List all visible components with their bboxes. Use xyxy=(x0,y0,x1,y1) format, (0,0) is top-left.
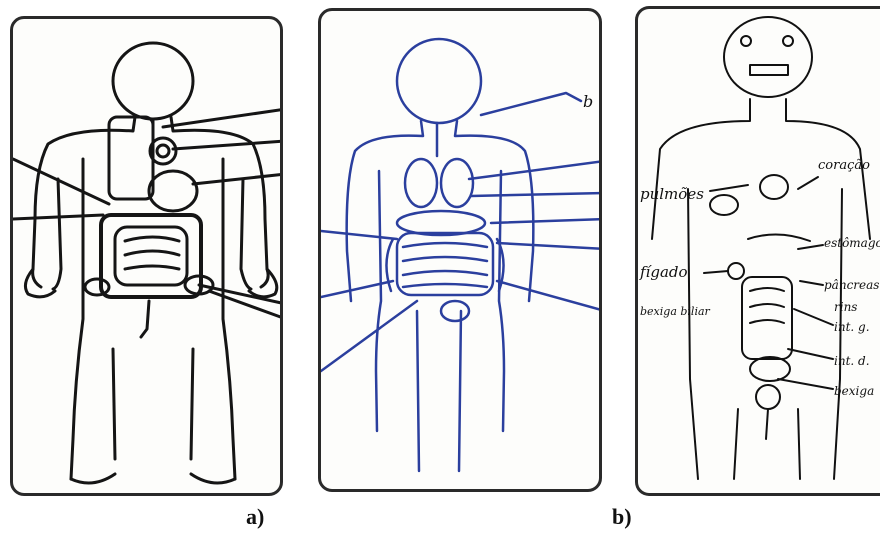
pointer-line xyxy=(778,379,833,389)
handwritten-label: fígado xyxy=(639,263,688,281)
pointer-line xyxy=(800,281,823,285)
legs xyxy=(417,311,461,471)
left-arm-inner xyxy=(53,179,61,289)
right-lung xyxy=(441,159,473,207)
left-foot xyxy=(71,474,115,483)
right-body-side xyxy=(834,189,842,479)
pointer-line xyxy=(469,161,602,179)
right-eye xyxy=(783,36,793,46)
left-eye xyxy=(741,36,751,46)
bladder-organ xyxy=(756,385,780,409)
handwritten-label: pulmões xyxy=(640,185,704,203)
urethra xyxy=(766,409,768,439)
stomach-organ xyxy=(149,171,197,211)
handwritten-label: bexiga biliar xyxy=(640,305,711,318)
intestine-coils xyxy=(750,288,784,323)
pointer-line xyxy=(471,193,602,196)
left-lung xyxy=(405,159,437,207)
drawing-panel-2: b xyxy=(318,8,602,492)
left-body-side xyxy=(376,171,381,431)
intestine-coils xyxy=(125,237,179,269)
pointer-line xyxy=(193,174,283,184)
left-body-side xyxy=(71,159,83,479)
drawing-panel-1 xyxy=(10,16,283,496)
handwritten-label: pâncreas xyxy=(824,278,879,292)
lung-organ xyxy=(710,195,738,215)
mouth-teeth xyxy=(750,65,788,75)
pointer-line xyxy=(497,281,602,311)
intestine-frame xyxy=(742,277,792,359)
right-body-side xyxy=(499,171,504,431)
caption-a: a) xyxy=(246,504,264,530)
pointer-line xyxy=(788,349,833,359)
head-outline xyxy=(724,17,812,97)
pointer-line xyxy=(704,271,728,273)
body-sketch-2: b xyxy=(321,11,602,492)
pointer-line xyxy=(794,309,833,325)
pointer-line xyxy=(13,215,103,219)
pointer-line xyxy=(798,177,818,189)
handwritten-label: int. d. xyxy=(834,354,870,368)
body-sketch-3: pulmões fígado bexiga biliar coração est… xyxy=(638,9,880,496)
pointer-line xyxy=(173,141,283,149)
body-sketch-1 xyxy=(13,19,283,496)
head-outline xyxy=(113,43,193,119)
bladder-tube xyxy=(141,301,149,337)
heart-inner xyxy=(157,145,169,157)
pointer-line xyxy=(798,245,823,249)
left-kidney xyxy=(85,279,109,295)
left-body-side xyxy=(688,189,698,479)
handwritten-label: estômago xyxy=(824,236,880,250)
liver-organ xyxy=(748,234,810,241)
handwritten-label: int. g. xyxy=(834,320,870,334)
pointer-line xyxy=(321,231,397,239)
pointer-line xyxy=(321,301,417,371)
head-outline xyxy=(397,39,481,123)
right-body-side xyxy=(223,159,235,479)
pointer-line xyxy=(710,185,748,191)
pointer-line xyxy=(321,281,393,297)
colon-organ xyxy=(750,357,790,381)
intestine-coils xyxy=(403,243,487,287)
pointer-line xyxy=(481,93,581,115)
gallbladder-organ xyxy=(728,263,744,279)
left-hand xyxy=(25,269,55,297)
caption-b: b) xyxy=(612,504,632,530)
right-inner-leg xyxy=(191,349,193,459)
left-inner-leg xyxy=(113,349,115,459)
pointer-line xyxy=(13,159,109,204)
right-foot xyxy=(191,474,235,483)
right-arm-inner xyxy=(241,179,251,289)
bladder-organ xyxy=(441,301,469,321)
drawing-panel-3: pulmões fígado bexiga biliar coração est… xyxy=(635,6,880,496)
pointer-line xyxy=(163,109,283,127)
handwritten-label: bexiga xyxy=(834,384,874,398)
handwritten-label: b xyxy=(583,92,593,111)
heart-organ xyxy=(760,175,788,199)
handwritten-label: coração xyxy=(818,158,870,173)
liver-organ xyxy=(397,211,485,235)
left-arm-outline xyxy=(652,99,750,239)
pointer-line xyxy=(491,219,602,223)
right-hand xyxy=(249,269,277,297)
pointer-line xyxy=(497,243,602,249)
handwritten-label: rins xyxy=(834,300,857,314)
